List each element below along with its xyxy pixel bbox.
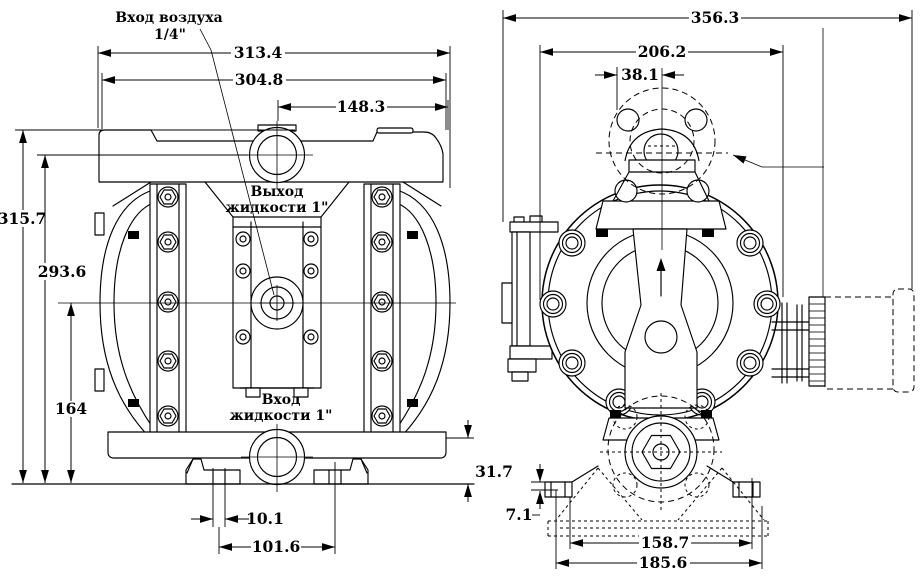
dim-front-overall-height: 315.7	[0, 209, 46, 228]
side-view	[501, 28, 915, 537]
front-view	[11, 121, 475, 492]
dim-front-slot-width: 10.1	[246, 509, 284, 528]
chamber-bolts	[235, 231, 319, 345]
dimension-annotations: 313.4 304.8 148.3 315.7 293.6 164 31.7 1…	[0, 8, 913, 572]
clamp-bolts	[157, 186, 393, 427]
dim-front-outlet-height: 293.6	[38, 262, 87, 281]
dim-front-body-width: 304.8	[235, 70, 284, 89]
left-clamp-plate	[149, 183, 187, 447]
label-fluid-outlet-line1: Выход	[251, 184, 304, 200]
dim-side-body-depth: 206.2	[638, 42, 687, 61]
dim-front-center-height: 164	[55, 399, 88, 418]
base-feet	[544, 465, 769, 537]
dim-side-foot-length: 158.7	[641, 533, 690, 552]
dim-side-base-length: 185.6	[639, 553, 688, 572]
air-inlet-leader	[199, 28, 275, 296]
dim-front-foot-height: 31.7	[475, 462, 513, 481]
housing-bolts	[539, 229, 781, 416]
top-manifold-tab	[376, 127, 414, 134]
label-fluid-inlet-line1: Вход	[262, 392, 301, 408]
label-fluid-inlet-line2: жидкости 1"	[230, 408, 333, 424]
wall-bracket	[501, 215, 559, 382]
callout-labels: Вход воздуха 1/4" Выход жидкости 1" Вход…	[115, 10, 332, 424]
flow-arrow-icon	[656, 258, 666, 271]
top-clamp-band	[595, 200, 727, 230]
label-air-inlet-line2: 1/4"	[154, 27, 186, 43]
dim-front-overall-width: 313.4	[234, 43, 283, 62]
right-clamp-plate	[363, 183, 401, 447]
dim-front-foot-spacing: 101.6	[252, 537, 301, 556]
muffler	[771, 288, 915, 393]
dim-side-overall-depth: 356.3	[691, 8, 740, 27]
dim-side-pad-height: 7.1	[506, 505, 533, 524]
right-housing	[396, 189, 451, 442]
label-air-inlet-line1: Вход воздуха	[115, 10, 222, 26]
left-housing	[99, 189, 154, 442]
dim-front-outlet-offset: 148.3	[337, 97, 386, 116]
label-fluid-outlet-line2: жидкости 1"	[226, 200, 329, 216]
dim-side-port-offset: 38.1	[621, 65, 659, 84]
top-port-flange	[596, 68, 728, 250]
center-column	[624, 228, 698, 409]
flange-leader-arrow	[732, 154, 824, 168]
